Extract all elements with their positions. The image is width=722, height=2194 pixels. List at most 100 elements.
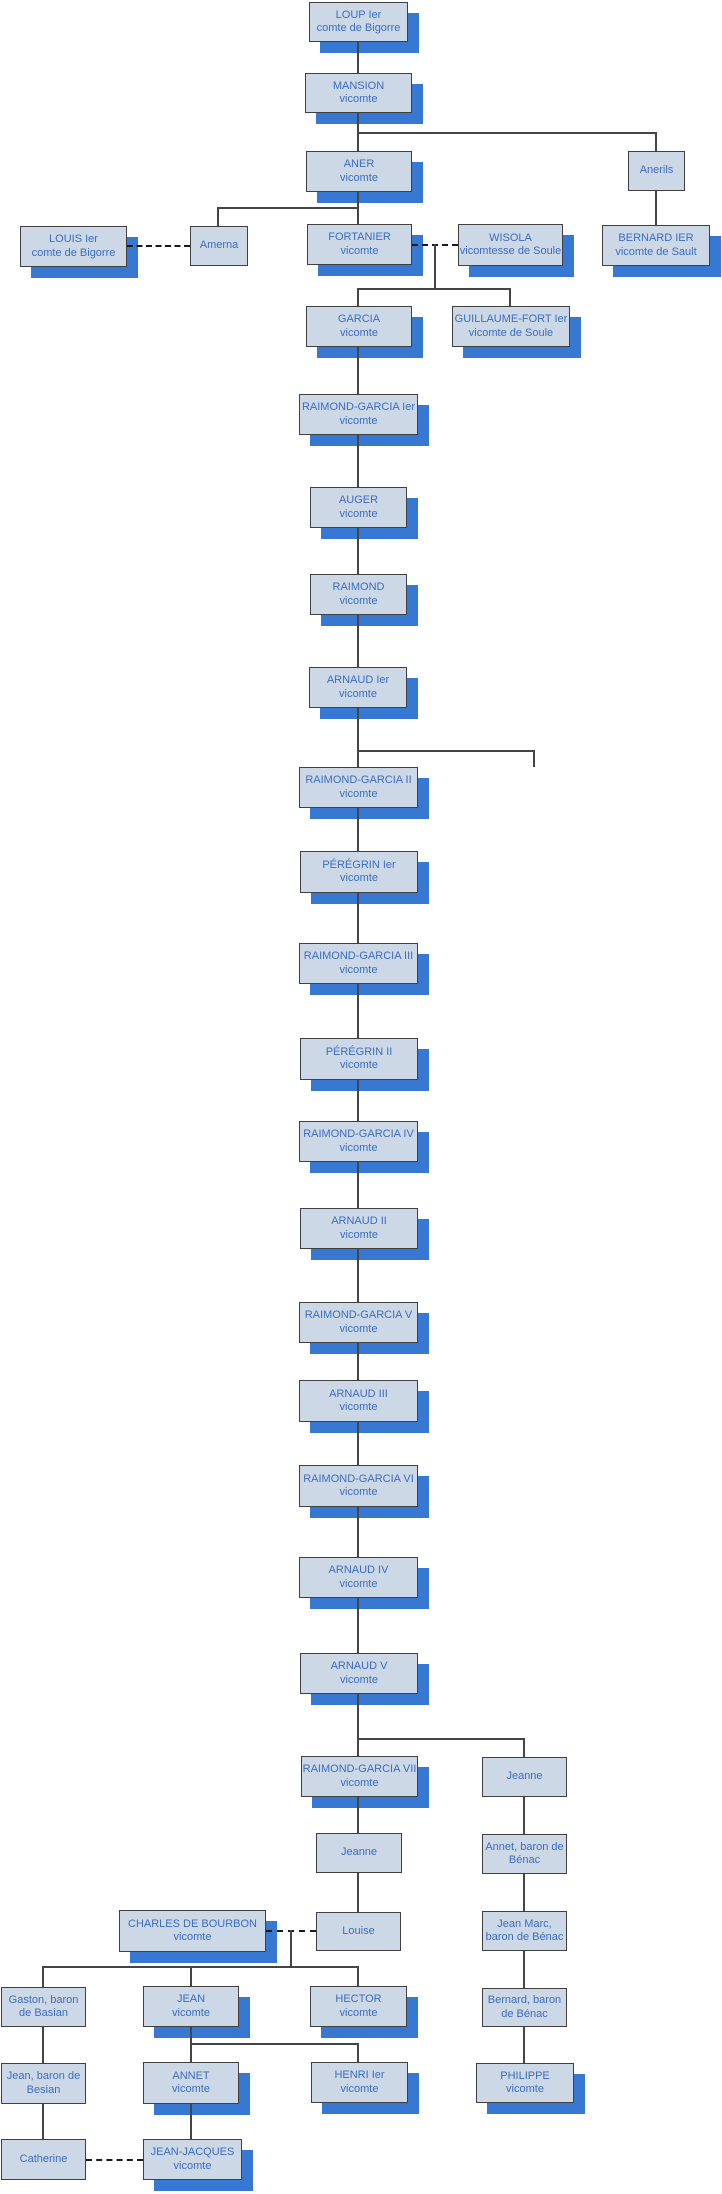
node-name: HECTOR [335,1993,382,2005]
node-amerna: Amerna [190,226,248,266]
node-name: ARNAUD Ier [326,674,390,686]
node-title: vicomte [340,1059,378,1071]
node-title: vicomte de Sault [615,245,697,258]
tree-connector-line [357,615,359,667]
node-name: Bernard, baron [487,1994,562,2006]
node-name: LOUP Ier [335,8,382,21]
node-name: RAIMOND-GARCIA Ier [301,401,416,413]
node-title: vicomte [339,93,378,105]
node-name: Jean Marc, [497,1917,552,1930]
tree-connector-line [190,2104,192,2139]
node-name: Gaston, baron [8,1993,79,2006]
node-title: vicomte [340,171,378,184]
node-name: ANNET [172,2069,210,2082]
node-title: vicomte [339,1322,378,1335]
node-name: RAIMOND-GARCIA II [305,774,412,786]
node-title: comte de Bigorre [31,246,116,259]
tree-connector-line [523,2027,525,2063]
tree-connector-line [357,708,359,767]
tree-connector-line [290,1930,292,1967]
node-title: vicomte [173,2159,212,2172]
tree-connector-line [357,347,359,394]
tree-connector-line [357,1422,359,1465]
node-name: Jeanne [506,1770,543,1783]
tree-connector-line [217,207,219,226]
tree-connector-line [357,1966,359,1986]
node-name: RAIMOND-GARCIA IV [303,1128,414,1140]
tree-connector-line [357,750,535,752]
node-name: ARNAUD II [331,1215,387,1227]
node-title: vicomte [340,326,378,339]
node-name: LOUIS Ier [49,233,98,245]
node-title: comte de Bigorre [316,22,401,34]
tree-connector-line [357,1162,359,1208]
node-name: RAIMOND-GARCIA VI [303,1472,414,1485]
tree-connector-line [357,1738,525,1740]
tree-connector-line [509,288,511,306]
node-name: MANSION [332,79,385,92]
tree-connector-line [523,1951,525,1988]
tree-connector-line [190,2027,192,2045]
node-name: HENRI Ier [334,2069,385,2081]
node-title: vicomte [506,2083,544,2095]
node-name: RAIMOND-GARCIA III [303,950,414,962]
node-title: vicomte [339,1577,378,1590]
tree-connector-line [523,1738,525,1757]
node-title: vicomte [339,687,377,700]
tree-connector-line [190,2043,359,2045]
node-jeanne: Jeanne [316,1833,402,1873]
node-name: Annet, baron de [485,1840,564,1853]
node-jeanne-de-benac: Jeanne [482,1757,567,1797]
node-title: vicomte [339,963,378,976]
node-title: de Basian [19,2007,68,2019]
tree-connector-line [42,2104,44,2139]
node-name: Anerils [639,164,674,177]
tree-connector-line [357,1797,359,1833]
node-name: WISOLA [489,231,532,244]
tree-connector-line [357,1343,359,1380]
tree-connector-line [357,1598,359,1653]
node-name: RAIMOND-GARCIA VII [302,1763,417,1775]
tree-connector-line [357,808,359,851]
node-title: de Bénac [501,2007,548,2020]
node-name: BERNARD IER [618,232,694,244]
node-name: GUILLAUME-FORT Ier [454,313,568,325]
tree-connector-line [190,1966,192,1986]
node-title: vicomte [339,1486,378,1498]
marriage-link-dashed [86,2159,143,2161]
node-name: ARNAUD IV [328,1564,389,1576]
tree-connector-line [357,288,359,306]
node-name: PÉRÉGRIN Ier [322,858,396,871]
node-louise: Louise [316,1912,401,1951]
node-name: RAIMOND-GARCIA V [304,1309,413,1321]
marriage-link-dashed [127,245,190,247]
tree-connector-line [523,1874,525,1911]
node-title: vicomte de Soule [468,326,554,339]
tree-connector-line [42,1966,359,1968]
node-name: JEAN [176,1993,206,2005]
